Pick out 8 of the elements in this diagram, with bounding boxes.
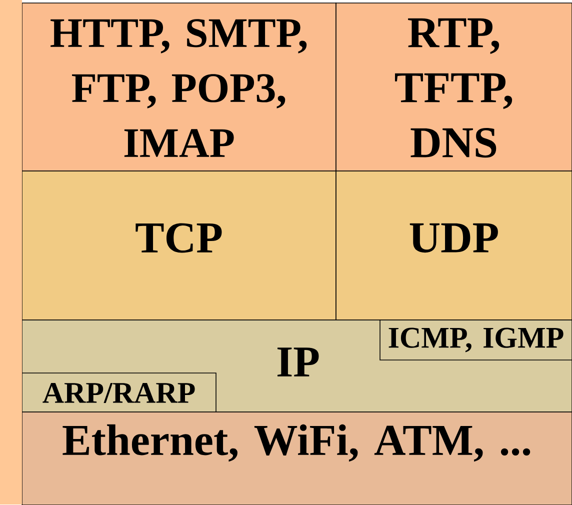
side-bar — [0, 0, 22, 504]
layer-box: HTTP, SMTP, FTP, POP3, IMAP — [22, 2, 336, 172]
layer-box: Ethernet, WiFi, ATM, ... — [22, 412, 572, 505]
layer-box: UDP — [336, 170, 572, 320]
protocol-box: ARP/RARP — [22, 372, 216, 412]
protocol-box: ICMP, IGMP — [380, 320, 572, 360]
layer-box: RTP, TFTP, DNS — [336, 2, 572, 172]
layer-box: TCP — [22, 170, 336, 320]
